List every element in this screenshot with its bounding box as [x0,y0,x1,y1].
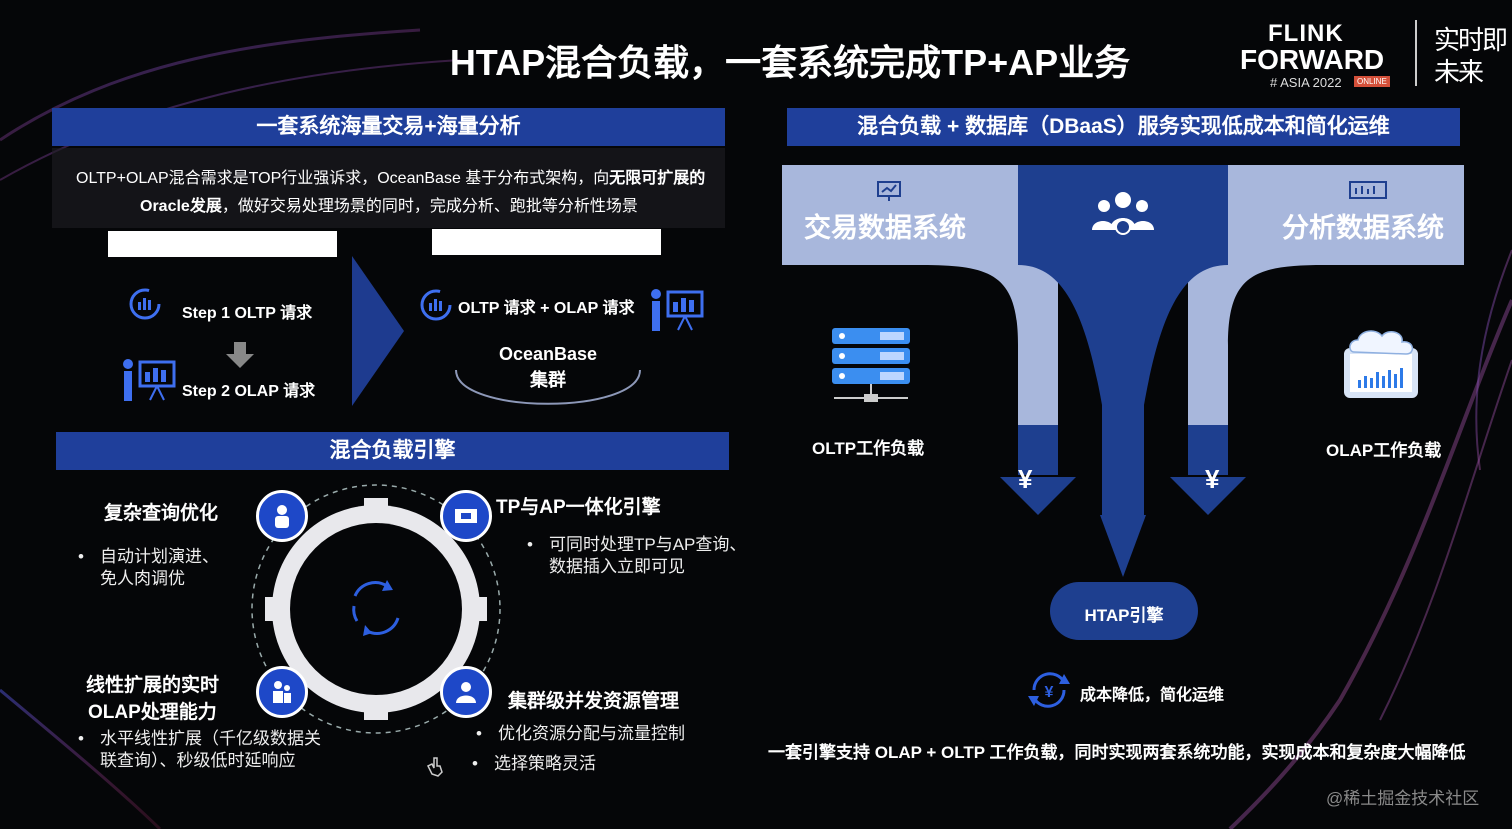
yen-right: ¥ [1205,464,1220,494]
htap-engine-pill: HTAP引擎 [1050,582,1198,640]
desc-line2-part-b: ，做好交易处理场景的同时，完成分析、跑批等分析性场景 [221,198,638,215]
feature-scale-title-1: 线性扩展的实时 [86,675,220,696]
chart-refresh-icon [129,288,161,320]
down-arrow-icon [226,342,254,368]
transaction-system-label: 交易数据系统 [804,213,966,243]
unified-engine-icon [440,490,492,542]
flink-forward-logo: FLINK FORWARD # ASIA 2022 ONLINE 实时即 未来 [1240,20,1508,90]
olap-workload-label: OLAP工作负载 [1326,441,1442,460]
cluster-arc [455,369,641,405]
presenter-chart-icon-2 [651,289,704,331]
oltp-workload-label: OLTP工作负载 [812,439,925,458]
logo-divider [1415,20,1417,86]
feature-query-title: 复杂查询优化 [104,503,219,524]
placeholder-box-left [108,231,337,257]
analytics-chart-icon [1349,181,1387,199]
funnel-diagram [782,165,1464,577]
gear-ring-diagram [251,484,501,734]
htap-engine-label: HTAP引擎 [1084,606,1164,625]
linear-scale-icon [256,666,308,718]
cloud-analytics-icon [1344,330,1418,398]
left-panel-heading: 一套系统海量交易+海量分析 [52,108,725,146]
summary-text: 一套引擎支持 OLAP + OLTP 工作负载，同时实现两套系统功能，实现成本和… [768,743,1466,762]
resource-manage-icon [440,666,492,718]
chart-refresh-icon-2 [420,289,452,321]
yen-left: ¥ [1018,464,1033,494]
left-panel-description: OLTP+OLAP混合需求是TOP行业强诉求，OceanBase 基于分布式架构… [52,148,725,228]
step1-label: Step 1 OLTP 请求 [182,305,313,322]
team-users-icon [1092,192,1154,235]
watermark: @稀土掘金技术社区 [1326,789,1480,808]
cluster-label: 集群 [530,370,566,390]
cost-reduction-label: 成本降低，简化运维 [1080,687,1225,704]
step2-label: Step 2 OLAP 请求 [182,383,316,400]
desc-line1-part-a: OLTP+OLAP混合需求是TOP行业强诉求，OceanBase 基于分布式架构… [76,170,610,187]
presenter-chart-icon [123,359,176,401]
feature-resource-title: 集群级并发资源管理 [508,691,680,712]
chevron-right-shape [352,256,404,406]
combined-request-label: OLTP 请求 + OLAP 请求 [458,300,635,317]
desc-line1-part-b: 无限可扩展的 [609,170,706,187]
feature-resource-bullet-2: • 选择策略灵活 [472,754,596,773]
desc-line2-part-a: Oracle发展 [140,198,222,215]
yen-cycle-icon: ¥ [1028,672,1070,708]
engine-heading: 混合负载引擎 [56,432,729,470]
hand-cursor-icon [426,757,443,777]
feature-scale-bullet: • 水平线性扩展（千亿级数据关 联查询）、秒级低时延响应 [78,729,321,770]
cluster-name: OceanBase [498,344,598,364]
feature-query-bullet: • 自动计划演进、 免人肉调优 [78,547,219,588]
page-title: HTAP混合负载，一套系统完成TP+AP业务 [449,42,1131,83]
feature-unified-bullet: • 可同时处理TP与AP查询、 数据插入立即可见 [527,535,747,576]
feature-resource-bullet-1: • 优化资源分配与流量控制 [476,724,685,743]
presentation-chart-icon [877,181,901,201]
query-optimize-icon [256,490,308,542]
right-panel-heading: 混合负载 + 数据库（DBaaS）服务实现低成本和简化运维 [787,108,1460,146]
feature-scale-title-2: OLAP处理能力 [88,702,217,723]
placeholder-box-right [432,229,661,255]
analysis-system-label: 分析数据系统 [1282,213,1444,243]
svg-text:¥: ¥ [1045,684,1054,701]
feature-unified-title: TP与AP一体化引擎 [496,497,661,518]
server-stack-icon [832,328,910,402]
